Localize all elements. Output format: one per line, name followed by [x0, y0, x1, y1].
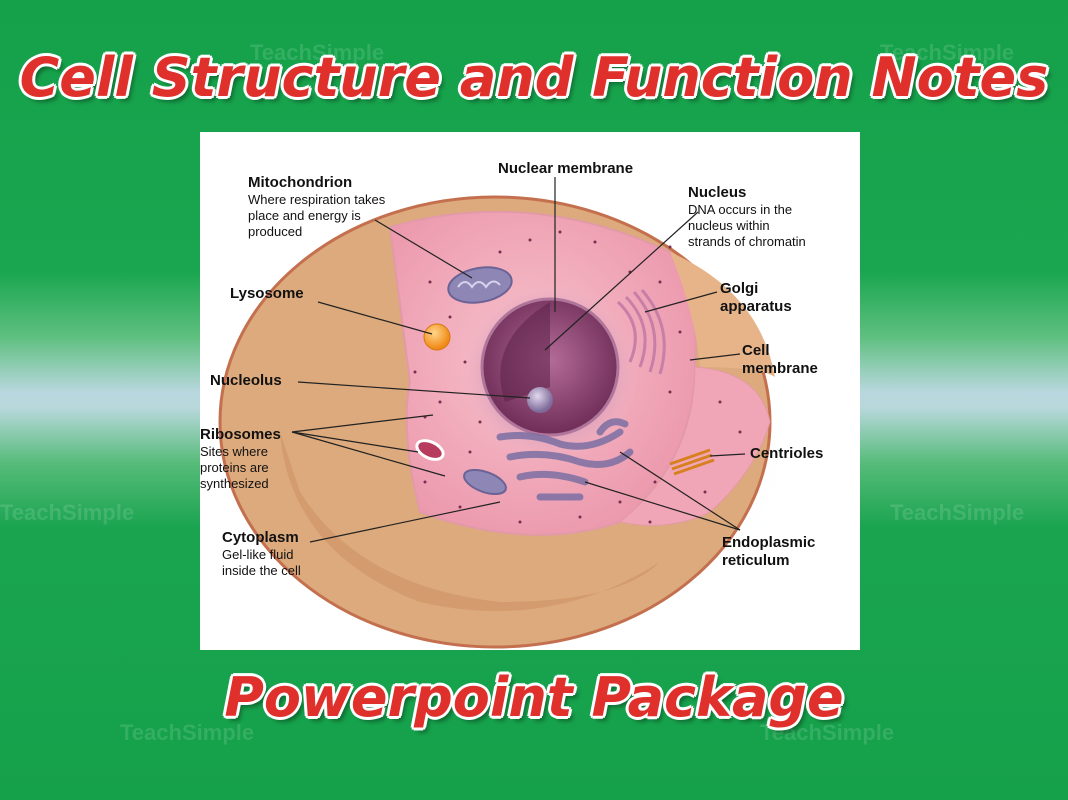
label-ribosomes: Ribosomes Sites where proteins are synth… [200, 426, 281, 491]
nucleolus [527, 387, 553, 413]
watermark: TeachSimple [890, 500, 1025, 525]
golgi-apparatus [616, 289, 666, 375]
watermark: TeachSimple [120, 720, 255, 745]
label-endoplasmic-reticulum: Endoplasmic reticulum [722, 534, 816, 569]
label-centrioles: Centrioles [750, 445, 824, 462]
watermark: TeachSimple [0, 500, 135, 525]
lysosome [423, 323, 451, 351]
label-nucleus: Nucleus DNA occurs in the nucleus within… [688, 184, 806, 249]
label-golgi-apparatus: Golgi apparatus [720, 280, 792, 315]
endoplasmic-reticulum [496, 418, 634, 501]
label-lysosome: Lysosome [230, 285, 304, 302]
page-title: Cell Structure and Function Notes [19, 46, 1049, 109]
centrioles [669, 448, 715, 476]
label-mitochondrion: Mitochondrion Where respiration takes pl… [248, 174, 386, 239]
cell-diagram-panel: Mitochondrion Where respiration takes pl… [200, 132, 860, 650]
label-cell-membrane: Cell membrane [742, 342, 818, 377]
mitochondrion [447, 266, 513, 304]
ribosomes [413, 230, 742, 524]
watermark: TeachSimple [250, 40, 385, 65]
label-nucleolus: Nucleolus [210, 372, 282, 389]
label-nuclear-membrane: Nuclear membrane [498, 160, 634, 177]
cell-diagram [210, 177, 810, 650]
watermark: TeachSimple [760, 720, 895, 745]
leader-lines [291, 177, 746, 543]
watermark: TeachSimple [880, 40, 1015, 65]
page-subtitle: Powerpoint Package [224, 666, 844, 729]
label-cytoplasm: Cytoplasm Gel-like fluid inside the cell [222, 529, 301, 578]
